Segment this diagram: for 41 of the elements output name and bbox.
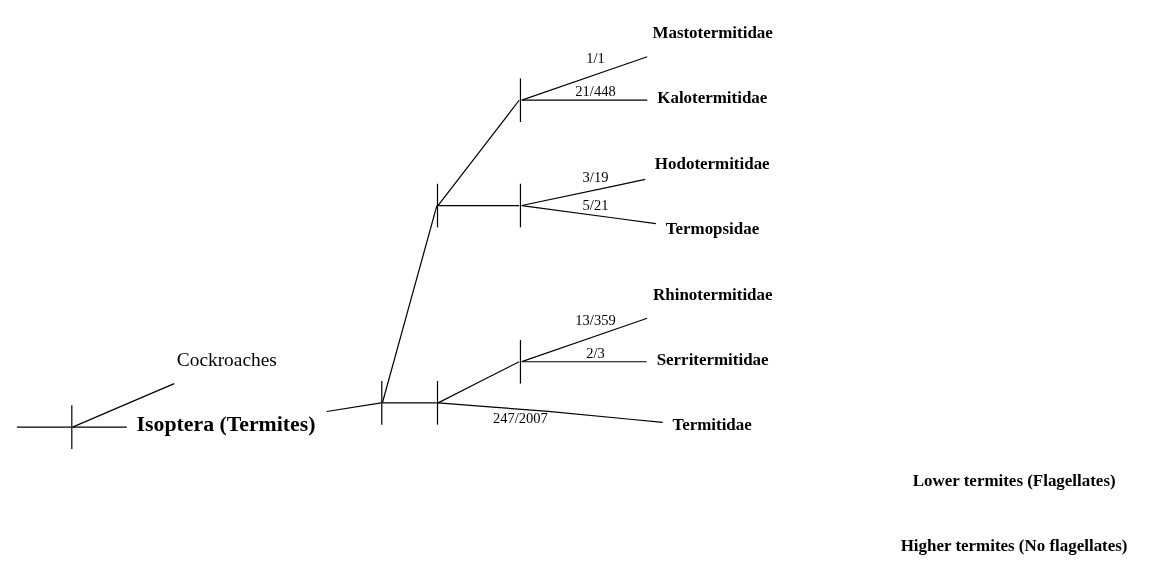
node-bar <box>436 381 439 425</box>
node-text: Rhinotermitidae <box>653 284 773 304</box>
node-text: Kalotermitidae <box>657 88 768 108</box>
connector <box>326 402 382 413</box>
edge-label: 13/359 <box>575 311 616 328</box>
node-bar <box>381 381 383 425</box>
connector <box>521 178 646 207</box>
connector <box>521 99 648 101</box>
connector <box>521 361 648 363</box>
node-bar <box>71 405 73 449</box>
node-text: Mastotermitidae <box>652 23 773 43</box>
connector <box>521 204 657 225</box>
node-bar <box>519 339 522 384</box>
edge-label: 1/1 <box>586 50 605 67</box>
node-text: Serritermitidae <box>656 350 769 369</box>
label: Lower termites (Flagellates) <box>912 471 1116 491</box>
node-text: Cockroaches <box>176 349 277 371</box>
node-bar <box>519 78 522 122</box>
node-text: Isoptera (Termites) <box>136 412 316 437</box>
edge-label: 5/21 <box>582 196 609 213</box>
connector <box>16 426 72 428</box>
node-text: Hodotermitidae <box>654 153 770 173</box>
edge-label: 247/2007 <box>493 410 548 426</box>
connector <box>437 402 664 423</box>
connector <box>71 383 175 428</box>
edge-label: 21/448 <box>575 83 616 100</box>
connector <box>381 402 438 404</box>
connector <box>521 56 648 101</box>
connector <box>521 317 648 363</box>
node-bar <box>436 183 439 228</box>
node-text: Termitidae <box>672 415 752 435</box>
node-bar <box>519 183 522 228</box>
connector <box>437 361 520 404</box>
node-text: Termopsidae <box>665 219 760 239</box>
connector <box>437 204 520 207</box>
label: Higher termites (No flagellates) <box>900 536 1128 556</box>
connector <box>437 99 520 207</box>
edge-label: 3/19 <box>582 169 609 186</box>
connector <box>381 205 438 404</box>
connector <box>71 426 128 428</box>
edge-label: 2/3 <box>586 344 605 361</box>
